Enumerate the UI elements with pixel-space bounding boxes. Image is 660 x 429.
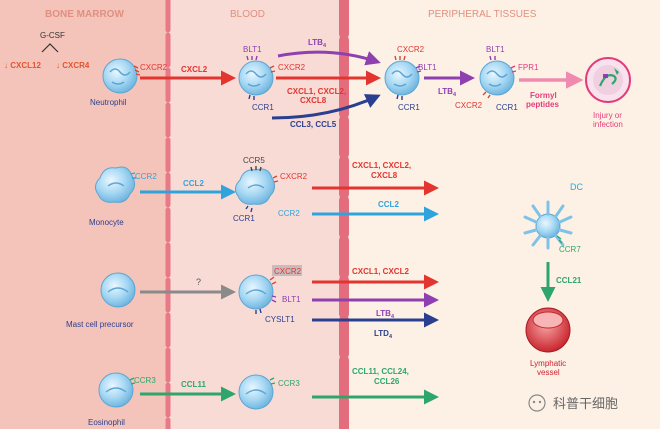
mast-blt1-label: BLT1 xyxy=(282,295,301,304)
ltb4-arrow xyxy=(277,50,381,66)
vessel-label-1: Lymphatic xyxy=(530,359,566,368)
ltb4-label: LTB4 xyxy=(308,38,327,49)
mast-cysl-label: CYSLT1 xyxy=(265,315,295,324)
monocyte-blood-ccr1: CCR1 xyxy=(233,214,255,223)
neutrophil-blood-blt1: BLT1 xyxy=(243,45,262,54)
ccl3-ccl5-arrow xyxy=(271,94,381,120)
injury-label-2: infection xyxy=(593,120,623,129)
dendritic-cell xyxy=(523,200,573,250)
mast-ltd4-label: LTD4 xyxy=(374,329,393,340)
tissue2-fpr1: FPR1 xyxy=(518,63,539,72)
mast-ltb4-label: LTB4 xyxy=(376,309,395,320)
mast-question-label: ? xyxy=(196,277,201,287)
tissue2-blt1: BLT1 xyxy=(486,45,505,54)
cxcl-mix-label-2: CXCL8 xyxy=(300,96,327,105)
neutrophil-blood-cell xyxy=(238,55,276,100)
mast-cell-blood xyxy=(238,274,277,314)
cxcl12-label: ↓ CXCL12 xyxy=(4,61,41,70)
monocyte-ccr2-label: CCR2 xyxy=(135,172,157,181)
cxcl-mix-label-1: CXCL1, CXCL2, xyxy=(287,87,346,96)
injury-label-1: Injury or xyxy=(593,111,622,120)
monocyte-blood-cell xyxy=(234,166,279,213)
tissue1-ccr1: CCR1 xyxy=(398,103,420,112)
monocyte-ccl2-tissue-label: CCL2 xyxy=(378,200,399,209)
watermark-logo-icon xyxy=(528,394,546,412)
mast-cell-marrow xyxy=(100,272,136,308)
neutrophil-tissue-cell-1 xyxy=(384,55,422,100)
eosinophil-blood-ccr3: CCR3 xyxy=(278,379,300,388)
mast-cxcr2-label: CXCR2 xyxy=(274,267,302,276)
ccl3-ccl5-label: CCL3, CCL5 xyxy=(290,120,337,129)
gcsf-label: G-CSF xyxy=(40,31,65,40)
watermark-text: 科普干细胞 xyxy=(553,396,618,411)
tissue1-cxcr2: CXCR2 xyxy=(397,45,425,54)
dc-ccr7-label: CCR7 xyxy=(559,245,581,254)
ltb4-tissue-label: LTB4 xyxy=(438,87,457,98)
neutrophil-cxcr2-label: CXCR2 xyxy=(140,63,168,72)
eosinophil-ccl-label-1: CCL11, CCL24, xyxy=(352,367,409,376)
monocyte-marrow-cell xyxy=(94,166,136,203)
formyl-label-2: peptides xyxy=(526,100,559,109)
tissue2-ccr1: CCR1 xyxy=(496,103,518,112)
neutrophil-blood-ccr1: CCR1 xyxy=(252,103,274,112)
header-blood: BLOOD xyxy=(230,9,265,20)
monocyte-blood-ccr2: CCR2 xyxy=(278,209,300,218)
tissue1-blt1: BLT1 xyxy=(418,63,437,72)
neutrophil-marrow-cell xyxy=(102,58,141,94)
bone-marrow-region xyxy=(0,0,168,429)
eosinophil-marrow-cell xyxy=(98,372,136,408)
mast-cxcl-label: CXCL1, CXCL2 xyxy=(352,267,409,276)
lymphatic-vessel xyxy=(525,307,571,353)
header-peripheral-tissues: PERIPHERAL TISSUES xyxy=(428,9,537,20)
header-bone-marrow: BONE MARROW xyxy=(45,9,124,20)
injury-site xyxy=(585,57,631,103)
neutrophil-blood-cxcr2: CXCR2 xyxy=(278,63,306,72)
monocyte-blood-cxcr2: CXCR2 xyxy=(280,172,308,181)
mast-cxcr2-highlight xyxy=(272,265,302,276)
neutrophil-tissue-cell-2 xyxy=(479,55,517,99)
ccl21-label: CCL21 xyxy=(556,276,582,285)
eosinophil-blood-cell xyxy=(238,374,276,410)
monocyte-name: Monocyte xyxy=(89,218,124,227)
ccl11-label: CCL11 xyxy=(181,380,206,389)
neutrophil-name: Neutrophil xyxy=(90,98,127,107)
eosinophil-ccr3-label: CCR3 xyxy=(134,376,156,385)
eosinophil-name: Eosinophil xyxy=(88,418,125,427)
gcsf-branch xyxy=(41,43,59,53)
cxcl2-label: CXCL2 xyxy=(181,65,208,74)
formyl-label-1: Formyl xyxy=(530,91,557,100)
eosinophil-ccl-label-2: CCL26 xyxy=(374,377,400,386)
monocyte-blood-ccr5: CCR5 xyxy=(243,156,265,165)
ccl2-label: CCL2 xyxy=(183,179,204,188)
mast-cell-name: Mast cell precursor xyxy=(66,320,134,329)
vessel-label-2: vessel xyxy=(537,368,560,377)
monocyte-cxcl-label-1: CXCL1, CXCL2, xyxy=(352,161,411,170)
cxcr4-label: ↓ CXCR4 xyxy=(56,61,90,70)
tissue2-cxcr2: CXCR2 xyxy=(455,101,483,110)
dc-label: DC xyxy=(570,182,583,192)
monocyte-cxcl-label-2: CXCL8 xyxy=(371,171,398,180)
